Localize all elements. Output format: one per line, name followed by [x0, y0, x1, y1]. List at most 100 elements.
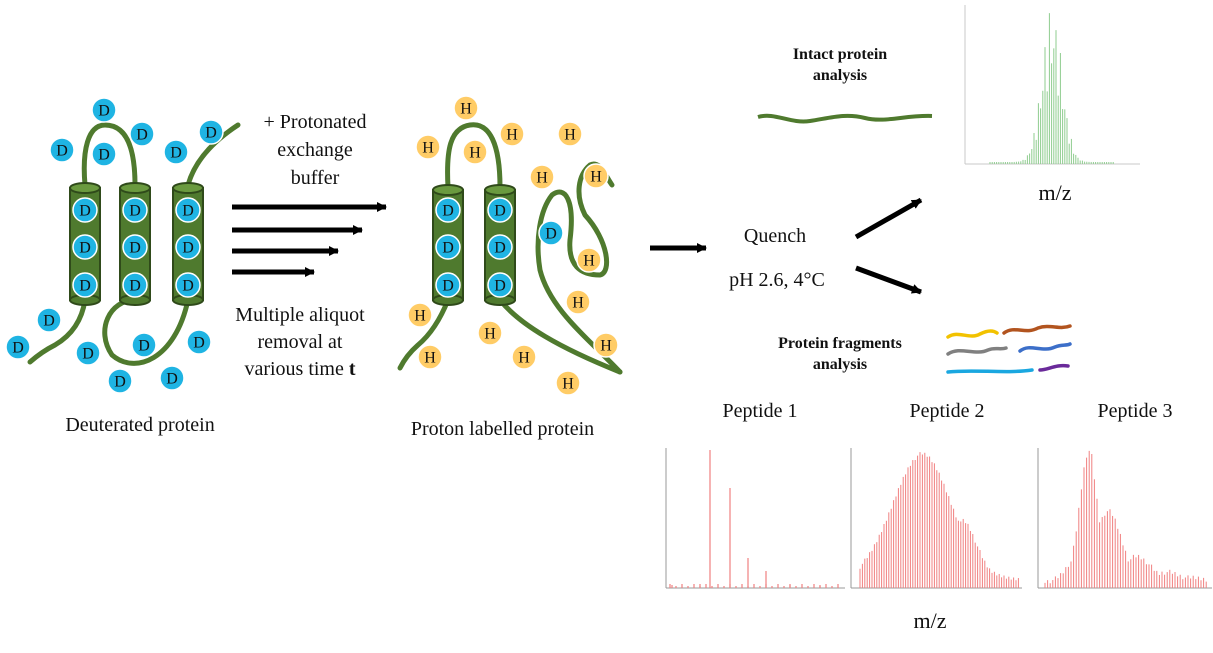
- deuterium-atom: D: [122, 197, 148, 223]
- fragment-purple: [1038, 363, 1070, 372]
- fragment-yellow: [946, 329, 999, 339]
- fragment-branch-arrow: [855, 265, 922, 295]
- hydrogen-atom: H: [417, 344, 443, 370]
- quench-title: Quench: [743, 225, 807, 247]
- svg-text:D: D: [138, 338, 150, 355]
- hydrogen-atom: H: [462, 139, 488, 165]
- fragments-analysis-label: Protein fragments analysis: [750, 333, 930, 375]
- svg-text:H: H: [460, 101, 472, 118]
- exchange-buffer-label: + Protonated exchange buffer: [240, 108, 390, 192]
- peptide-1-label: Peptide 1: [722, 400, 798, 422]
- peptide-fragments: [946, 324, 1072, 374]
- deuterium-atom: D: [175, 234, 201, 260]
- svg-text:D: D: [79, 278, 91, 295]
- hydrogen-atom: H: [453, 95, 479, 121]
- deuterium-atom: D: [49, 137, 75, 163]
- svg-text:D: D: [442, 240, 454, 257]
- deuterium-atom: D: [122, 272, 148, 298]
- deuterium-atom: D: [107, 368, 133, 394]
- hydrogen-atom: H: [529, 164, 555, 190]
- deuterium-atom: D: [435, 234, 461, 260]
- deuterium-atom: D: [487, 272, 513, 298]
- svg-text:D: D: [129, 203, 141, 220]
- peptide-2-peaks: [859, 452, 1019, 588]
- aliquot-line1: Multiple aliquot: [235, 304, 365, 326]
- fragments-mz-label: m/z: [913, 608, 947, 633]
- hydrogen-atom: H: [415, 134, 441, 160]
- deuterium-atom: D: [487, 197, 513, 223]
- intact-analysis-line2: analysis: [812, 67, 868, 84]
- deuterium-atom: D: [487, 234, 513, 260]
- deuterium-atom: D: [538, 220, 564, 246]
- fragment-brown: [1002, 324, 1072, 335]
- hydrogen-atom: H: [593, 332, 619, 358]
- intact-spectrum: [964, 5, 1140, 165]
- hydrogen-atom: H: [565, 289, 591, 315]
- intact-analysis-label: Intact protein analysis: [760, 44, 920, 86]
- deuterium-atom: D: [175, 272, 201, 298]
- svg-text:H: H: [506, 127, 518, 144]
- deuterium-atom: D: [186, 329, 212, 355]
- exchange-arrows: [232, 202, 387, 277]
- time-symbol: t: [348, 358, 356, 380]
- svg-text:H: H: [536, 170, 548, 187]
- intact-spectrum-peaks: [989, 13, 1114, 164]
- hydrogen-atom: H: [499, 121, 525, 147]
- peptide-3-label: Peptide 3: [1097, 400, 1173, 422]
- deuterated-protein-caption: Deuterated protein: [65, 414, 215, 436]
- intact-protein-strand: [757, 113, 933, 124]
- exchange-buffer-line1: + Protonated: [263, 111, 367, 133]
- deuterium-atom: D: [72, 234, 98, 260]
- deuterium-atom: D: [159, 365, 185, 391]
- aliquot-line3: various time t: [220, 356, 380, 383]
- hydrogen-atom: H: [557, 121, 583, 147]
- peptide-2-label: Peptide 2: [909, 400, 985, 422]
- intact-mz-label: m/z: [1038, 180, 1072, 205]
- svg-text:D: D: [494, 240, 506, 257]
- aliquot-line3-text: various time: [244, 358, 349, 380]
- peptide-1-peaks: [669, 450, 839, 588]
- svg-text:H: H: [518, 350, 530, 367]
- fragment-blue: [1018, 342, 1072, 353]
- deuterium-atom: D: [72, 272, 98, 298]
- hydrogen-atom: H: [555, 370, 581, 396]
- svg-text:D: D: [166, 371, 178, 388]
- deuterium-atom: D: [91, 97, 117, 123]
- deuterium-atom: D: [129, 121, 155, 147]
- svg-text:D: D: [442, 278, 454, 295]
- intact-branch-arrow: [854, 197, 923, 240]
- svg-text:H: H: [564, 127, 576, 144]
- svg-text:D: D: [56, 143, 68, 160]
- hydrogen-atom: H: [511, 344, 537, 370]
- deuterium-atom: D: [131, 332, 157, 358]
- hydrogen-atom: H: [477, 320, 503, 346]
- aliquot-line2: removal at: [257, 331, 343, 353]
- svg-text:H: H: [562, 376, 574, 393]
- fragment-cyan: [946, 368, 1034, 374]
- svg-text:D: D: [12, 340, 24, 357]
- svg-text:D: D: [98, 103, 110, 120]
- peptide-1-spectrum: [665, 448, 845, 589]
- deuterium-atom: D: [175, 197, 201, 223]
- intact-analysis-line1: Intact protein: [792, 46, 888, 63]
- deuterium-atom: D: [435, 197, 461, 223]
- svg-text:H: H: [583, 253, 595, 270]
- svg-text:D: D: [494, 203, 506, 220]
- deuterium-atom: D: [163, 139, 189, 165]
- svg-text:H: H: [422, 140, 434, 157]
- svg-text:D: D: [98, 147, 110, 164]
- svg-text:H: H: [424, 350, 436, 367]
- deuterium-atom: D: [36, 307, 62, 333]
- svg-text:D: D: [82, 346, 94, 363]
- svg-text:D: D: [193, 335, 205, 352]
- svg-text:D: D: [182, 240, 194, 257]
- svg-text:D: D: [442, 203, 454, 220]
- peptide-3-peaks: [1044, 450, 1207, 588]
- proton-labelled-caption: Proton labelled protein: [410, 418, 595, 440]
- svg-text:H: H: [590, 169, 602, 186]
- svg-text:D: D: [43, 313, 55, 330]
